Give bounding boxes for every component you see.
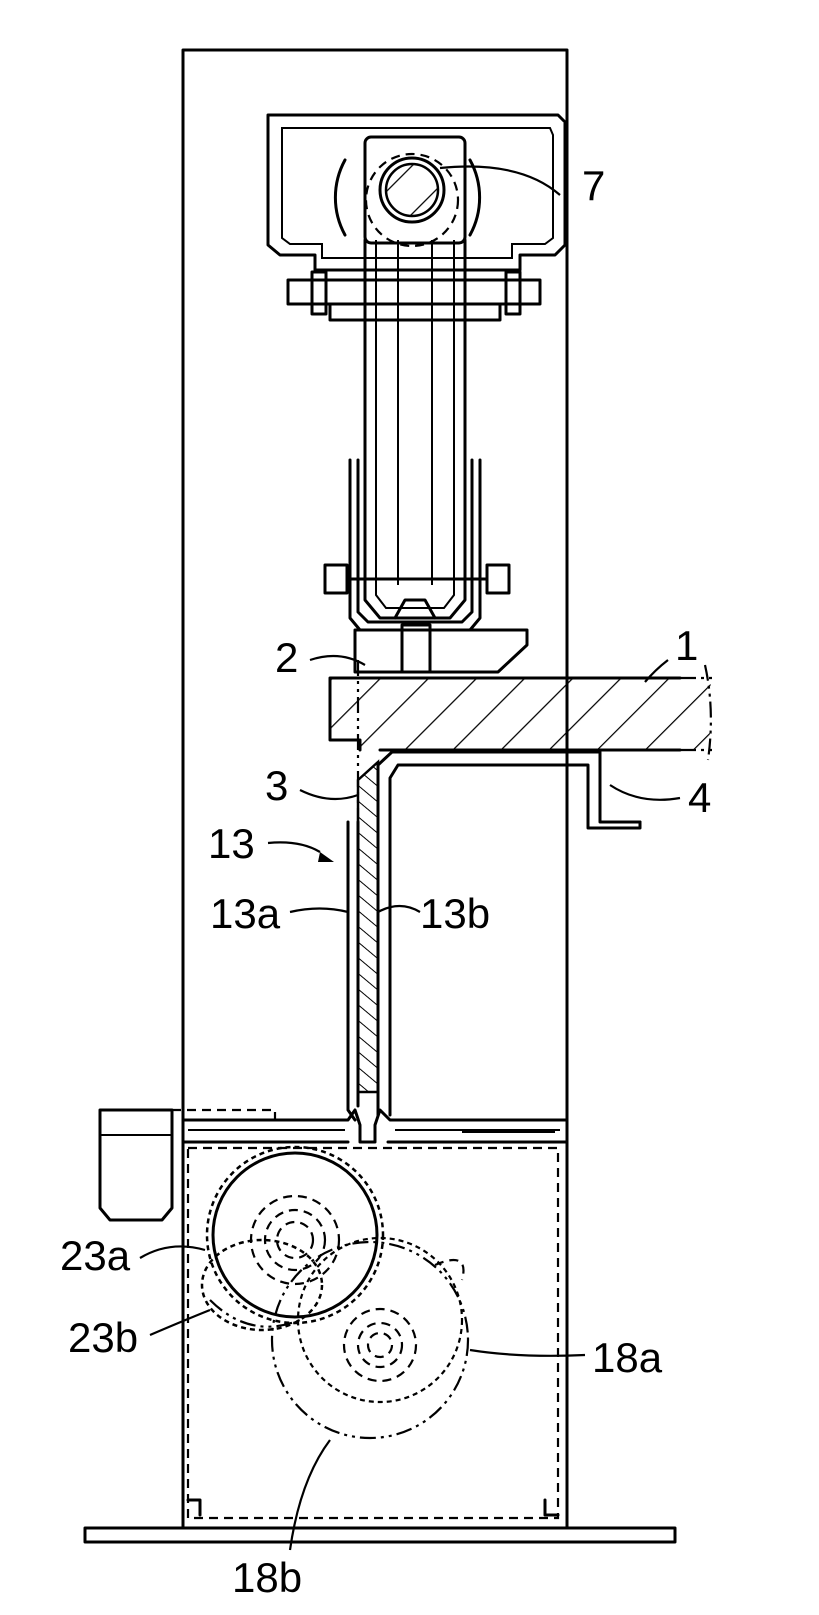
guide-rail xyxy=(378,752,640,1115)
label-13a: 13a xyxy=(210,890,281,937)
label-2: 2 xyxy=(275,634,298,681)
roller-shaft xyxy=(386,164,438,216)
carrier-block xyxy=(355,625,527,672)
label-23a: 23a xyxy=(60,1232,131,1279)
label-18a: 18a xyxy=(592,1334,663,1381)
hanger-arm xyxy=(365,240,465,618)
label-3: 3 xyxy=(265,762,288,809)
door-panel xyxy=(330,665,712,760)
label-7: 7 xyxy=(582,162,605,209)
label-4: 4 xyxy=(688,774,711,821)
callout-4: 4 xyxy=(610,774,711,821)
callout-13: 13 xyxy=(208,820,334,867)
label-18b: 18b xyxy=(232,1554,302,1601)
gear-23a xyxy=(207,1147,383,1323)
label-13: 13 xyxy=(208,820,255,867)
callout-13b: 13b xyxy=(378,890,490,937)
label-1: 1 xyxy=(675,622,698,669)
label-13b: 13b xyxy=(420,890,490,937)
gear-housing-top xyxy=(183,1110,567,1142)
callout-2: 2 xyxy=(275,634,365,681)
callout-18b: 18b xyxy=(232,1440,330,1601)
gearbox-outline xyxy=(188,1148,558,1518)
callout-3: 3 xyxy=(265,762,358,809)
label-23b: 23b xyxy=(68,1314,138,1361)
callout-1: 1 xyxy=(645,622,698,682)
roller-assembly xyxy=(335,137,479,246)
lower-clamp xyxy=(325,460,509,630)
base-plate xyxy=(85,1528,675,1542)
callout-13a: 13a xyxy=(210,890,348,937)
upper-axle xyxy=(288,272,540,320)
